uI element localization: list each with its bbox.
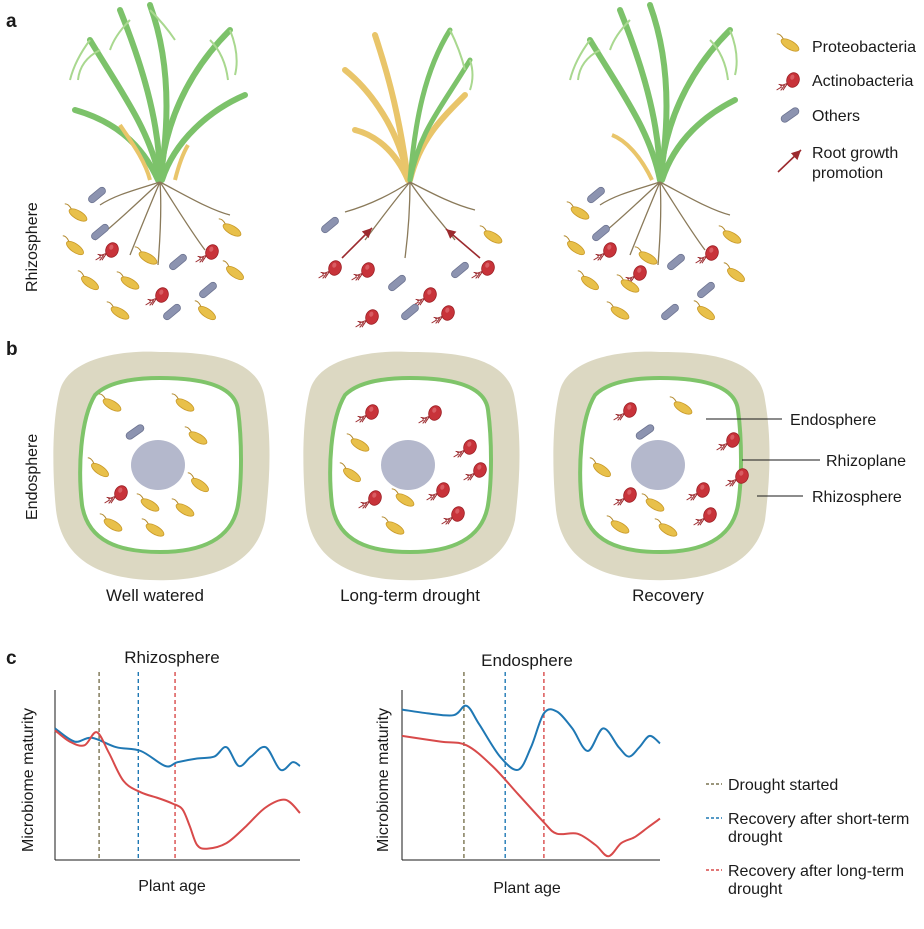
chart-rhizosphere: Rhizosphere Microbiome maturity Plant ag… [20, 648, 301, 895]
series-line-1 [401, 734, 661, 858]
panel-label-b: b [6, 339, 18, 360]
compartment-callouts: Endosphere Rhizoplane Rhizosphere [706, 412, 906, 506]
y-axis-label: Microbiome maturity [375, 708, 392, 852]
series-line-1 [54, 729, 301, 850]
legend-root-growth-line1: Root growth [812, 145, 898, 162]
callout-rhizosphere: Rhizosphere [812, 489, 902, 506]
plant-recovery [569, 2, 738, 266]
caption-long-term-drought: Long-term drought [340, 586, 480, 605]
x-axis-label: Plant age [493, 880, 561, 897]
caption-recovery: Recovery [632, 586, 704, 605]
chart-endosphere: Endosphere Microbiome maturity Plant age [375, 651, 661, 897]
chart-title: Endosphere [481, 651, 573, 670]
legend-events: Drought started Recovery after short-ter… [706, 777, 909, 898]
chart-title: Rhizosphere [124, 648, 219, 667]
series-line-0 [401, 704, 661, 771]
legend-proteobacteria: Proteobacteria [812, 39, 916, 56]
plant-long-term-drought [342, 27, 476, 259]
cell-recovery [553, 351, 770, 581]
legend-recovery-long-line1: Recovery after long-term [728, 863, 904, 880]
legend-root-growth-line2: promotion [812, 165, 883, 182]
microbes-rhizosphere-well-watered [58, 185, 247, 323]
panel-label-c: c [6, 648, 17, 669]
callout-endosphere: Endosphere [790, 412, 876, 429]
callout-rhizoplane: Rhizoplane [826, 453, 906, 470]
legend-recovery-short-line1: Recovery after short-term [728, 811, 909, 828]
cell-well-watered [53, 351, 270, 581]
row-label-rhizosphere: Rhizosphere [24, 202, 41, 292]
microbes-rhizosphere-recovery [559, 185, 748, 323]
legend-drought-started: Drought started [728, 777, 838, 794]
caption-well-watered: Well watered [106, 586, 204, 605]
y-axis-label: Microbiome maturity [20, 708, 37, 852]
row-label-endosphere: Endosphere [24, 434, 41, 520]
legend-recovery-long-line2: drought [728, 881, 783, 898]
x-axis-label: Plant age [138, 878, 206, 895]
panel-label-a: a [6, 11, 17, 32]
microbes-rhizosphere-drought [318, 215, 505, 334]
legend-others: Others [812, 108, 860, 125]
legend-recovery-short-line2: drought [728, 829, 783, 846]
cell-long-term-drought [303, 351, 520, 581]
legend-actinobacteria: Actinobacteria [812, 73, 913, 90]
legend-microbes: Proteobacteria Actinobacteria Others Roo… [772, 32, 916, 182]
plant-well-watered [69, 2, 248, 266]
